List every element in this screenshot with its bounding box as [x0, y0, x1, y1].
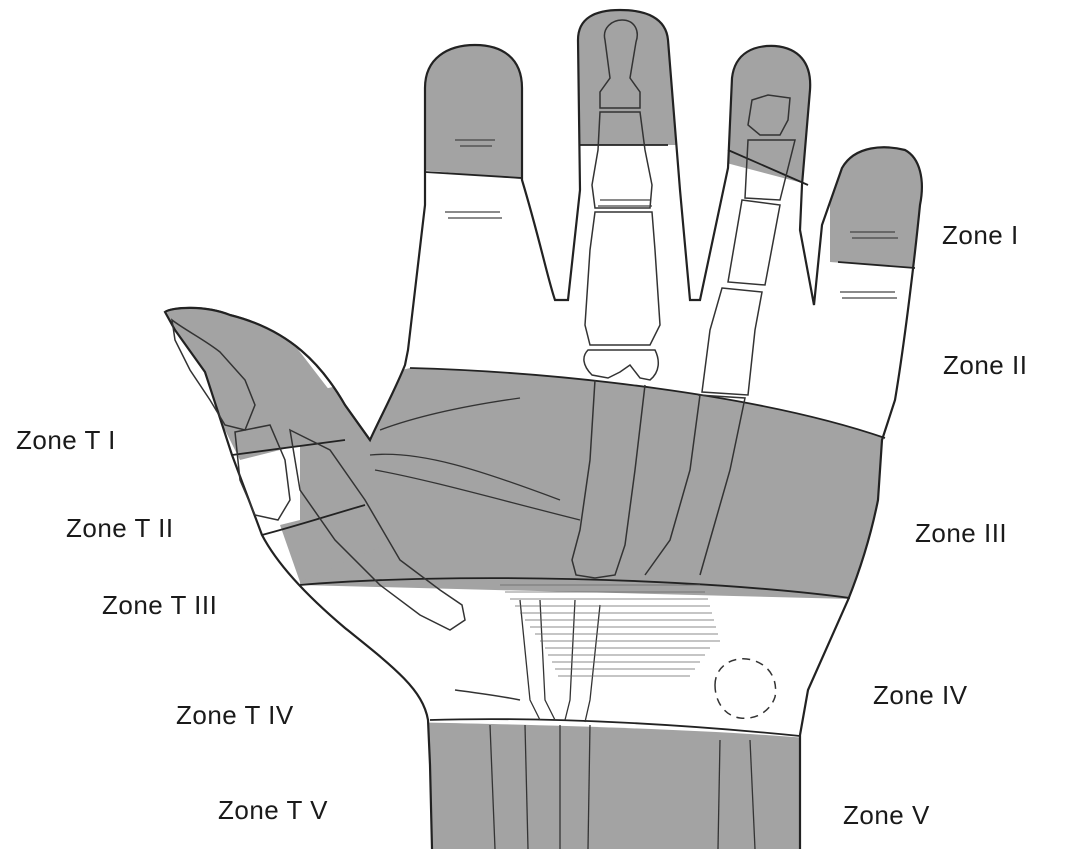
zone-t4-label: Zone T IV	[176, 700, 294, 731]
zone-t1-label: Zone T I	[16, 425, 116, 456]
zone-t3-label: Zone T III	[102, 590, 217, 621]
zone-5-label: Zone V	[843, 800, 930, 831]
zone-1-label: Zone I	[942, 220, 1019, 251]
zone-t2-label: Zone T II	[66, 513, 174, 544]
zone-5-wrist-shading	[400, 722, 830, 849]
zone-2-label: Zone II	[943, 350, 1027, 381]
zone-3-label: Zone III	[915, 518, 1007, 549]
zone-4-label: Zone IV	[873, 680, 968, 711]
zone-t5-label: Zone T V	[218, 795, 328, 826]
